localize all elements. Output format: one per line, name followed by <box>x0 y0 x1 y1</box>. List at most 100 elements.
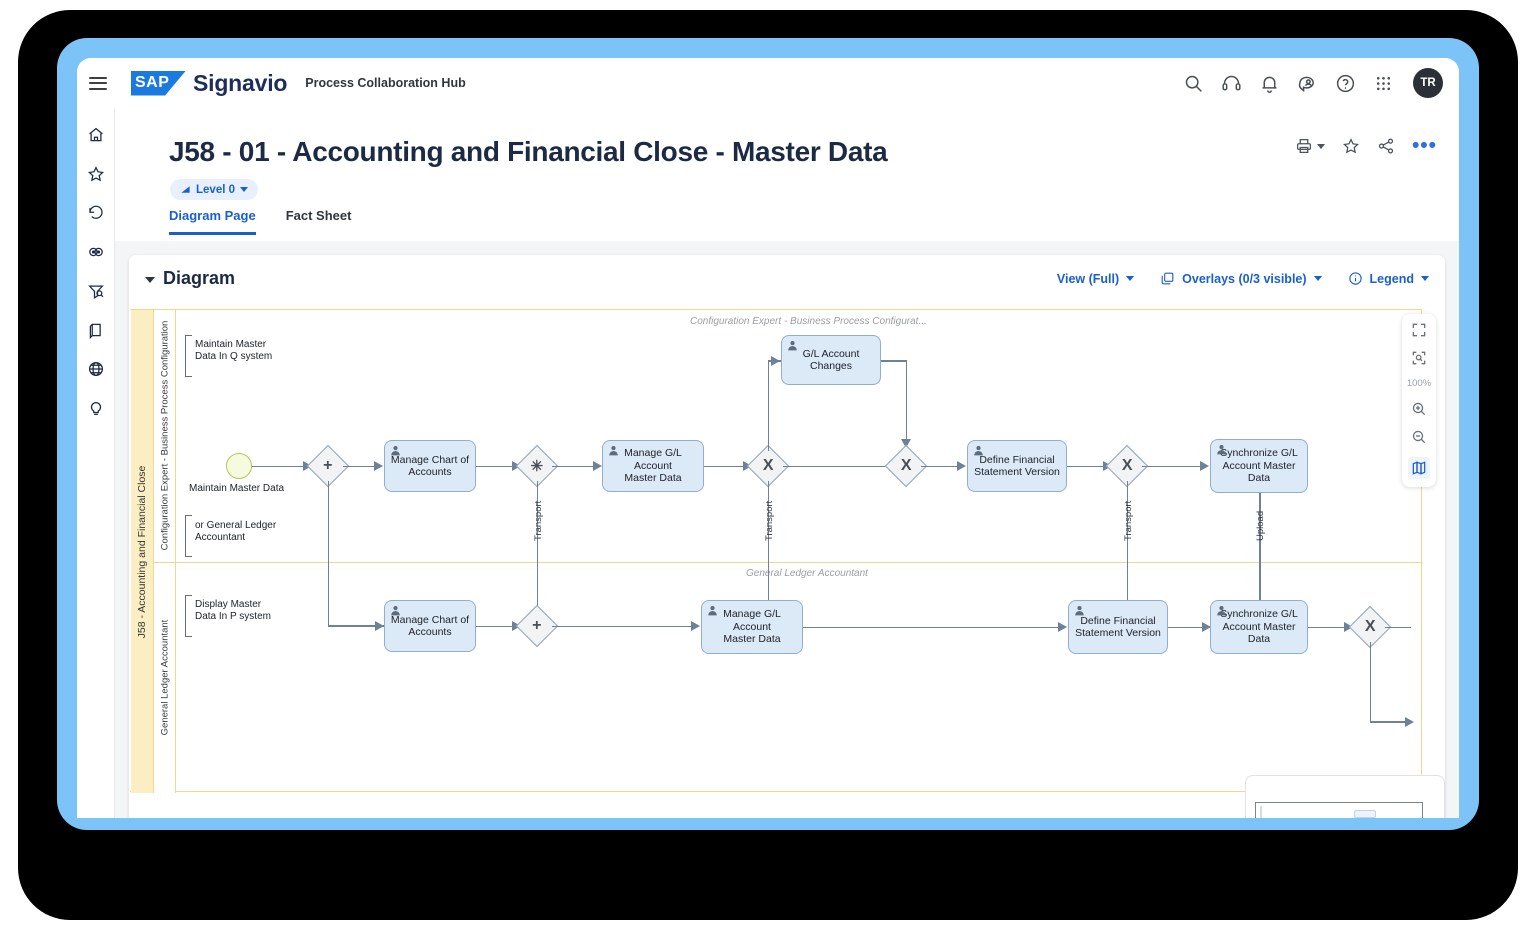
edge-arrow <box>1405 717 1414 727</box>
collapse-caret-icon[interactable] <box>145 277 155 283</box>
print-button[interactable] <box>1295 137 1325 155</box>
task-label: Synchronize G/L Account Master Data <box>1220 608 1298 646</box>
chevron-down-icon <box>1313 276 1322 281</box>
app-grid-icon[interactable] <box>1373 73 1394 94</box>
help-icon[interactable] <box>1335 73 1356 94</box>
zoom-level: 100% <box>1406 378 1432 389</box>
task-synchronize-gl-account-master-data-bottom[interactable]: Synchronize G/L Account Master Data <box>1210 600 1308 654</box>
task-synchronize-gl-account-master-data-top[interactable]: Synchronize G/L Account Master Data <box>1210 439 1308 493</box>
more-options-icon[interactable]: ••• <box>1411 134 1437 157</box>
task-define-financial-statement-version-bottom[interactable]: Define Financial Statement Version <box>1068 600 1168 654</box>
legend-label: Legend <box>1369 271 1414 286</box>
edge <box>905 360 908 442</box>
edge <box>476 465 516 468</box>
lane-label-text: Configuration Expert - Business Process … <box>159 320 170 551</box>
task-label: Define Financial Statement Version <box>1075 614 1161 639</box>
chevron-down-icon <box>1316 143 1325 149</box>
level-label: Level 0 <box>196 183 235 196</box>
sidebar-item-ideas[interactable] <box>87 399 105 417</box>
feedback-icon[interactable] <box>1297 73 1318 94</box>
user-task-icon <box>609 446 618 456</box>
favorite-star-icon[interactable] <box>1342 137 1360 155</box>
task-gl-account-changes[interactable]: G/L Account Changes <box>781 335 881 385</box>
edge <box>803 626 1062 629</box>
minimap-viewport[interactable] <box>1255 802 1423 818</box>
chevron-down-icon <box>240 187 248 192</box>
edge-arrow <box>957 461 966 471</box>
page-title: J58 - 01 - Accounting and Financial Clos… <box>169 136 888 167</box>
support-headset-icon[interactable] <box>1221 73 1242 94</box>
task-label: G/L Account Changes <box>802 347 860 372</box>
tab-fact-sheet[interactable]: Fact Sheet <box>285 208 352 223</box>
page-header: J58 - 01 - Accounting and Financial Clos… <box>115 109 1459 241</box>
lane-divider <box>154 562 1423 563</box>
minimap[interactable] <box>1245 775 1445 818</box>
edge-label-upload: Upload <box>1255 510 1266 541</box>
menu-toggle-icon[interactable] <box>89 76 107 90</box>
page-container: J58 - 01 - Accounting and Financial Clos… <box>115 109 1459 818</box>
info-icon <box>1348 272 1362 285</box>
annotation-bracket <box>185 335 192 377</box>
tab-diagram-page[interactable]: Diagram Page <box>169 208 256 235</box>
edge-arrow <box>1344 622 1353 632</box>
edge <box>552 625 695 628</box>
sidebar-item-library[interactable] <box>87 321 105 339</box>
task-label: Synchronize G/L Account Master Data <box>1220 447 1298 485</box>
zoom-out-icon[interactable] <box>1411 429 1427 445</box>
chevron-down-icon <box>1126 276 1135 281</box>
edge <box>1142 465 1204 468</box>
task-manage-chart-of-accounts-top[interactable]: Manage Chart of Accounts <box>384 440 476 492</box>
lane-label-general-ledger-accountant: General Ledger Accountant <box>154 562 176 793</box>
view-selector[interactable]: View (Full) <box>1057 272 1135 286</box>
edge-arrow <box>901 439 911 448</box>
notification-bell-icon[interactable] <box>1259 73 1280 94</box>
minimap-icon[interactable] <box>1408 457 1430 479</box>
task-manage-gl-account-master-data-bottom[interactable]: Manage G/L Account Master Data <box>701 600 803 654</box>
task-manage-gl-account-master-data-top[interactable]: Manage G/L Account Master Data <box>602 440 704 492</box>
diagram-toolbar: View (Full) Overlays (0/3 visible) Legen <box>1057 271 1429 286</box>
sidebar-item-recent[interactable] <box>87 204 105 222</box>
edge <box>1369 642 1372 722</box>
overlays-icon <box>1161 272 1174 285</box>
edge <box>1308 626 1348 629</box>
sidebar-item-home[interactable] <box>87 126 105 144</box>
sidebar-item-process-search[interactable] <box>87 282 105 300</box>
print-icon <box>1296 138 1311 154</box>
zoom-in-icon[interactable] <box>1411 401 1427 417</box>
edge-label-transport: Transport <box>1123 500 1134 541</box>
edge-arrow <box>1058 622 1067 632</box>
edge <box>327 625 385 627</box>
lane-caption-bottom: General Ledger Accountant <box>746 568 868 579</box>
annotation-maintain-q: Maintain Master Data In Q system <box>195 339 273 362</box>
search-icon[interactable] <box>1183 73 1204 94</box>
pool-label: J58 - Accounting and Financial Close <box>131 310 154 793</box>
user-task-icon <box>1217 445 1226 455</box>
diagram-canvas[interactable]: J58 - Accounting and Financial Close Con… <box>129 309 1445 818</box>
edge <box>1385 626 1411 629</box>
fit-to-screen-icon[interactable] <box>1411 350 1427 366</box>
task-label: Define Financial Statement Version <box>974 453 1060 478</box>
task-manage-chart-of-accounts-bottom[interactable]: Manage Chart of Accounts <box>384 600 476 652</box>
start-event[interactable] <box>226 453 252 479</box>
overlays-selector[interactable]: Overlays (0/3 visible) <box>1160 271 1322 286</box>
share-icon[interactable] <box>1377 137 1395 155</box>
edge-upload <box>1259 493 1261 621</box>
avatar[interactable]: TR <box>1413 68 1443 98</box>
edge-arrow <box>771 356 780 366</box>
sidebar-item-favorites[interactable] <box>87 165 105 183</box>
diagram-card-title: Diagram <box>163 268 236 288</box>
level-bars-icon <box>181 186 190 193</box>
legend-selector[interactable]: Legend <box>1348 271 1429 286</box>
sidebar-item-collaboration[interactable] <box>87 243 105 261</box>
top-bar: SAP Signavio Process Collaboration Hub T… <box>77 58 1459 109</box>
edge-label-transport: Transport <box>764 500 775 541</box>
fullscreen-icon[interactable] <box>1411 322 1427 338</box>
app-screen: SAP Signavio Process Collaboration Hub T… <box>77 58 1459 818</box>
edge-label-transport: Transport <box>533 500 544 541</box>
sidebar-item-global[interactable] <box>87 360 105 378</box>
annotation-bracket <box>185 515 192 557</box>
edge <box>552 465 597 468</box>
level-selector[interactable]: Level 0 <box>170 179 258 200</box>
edge <box>767 361 770 451</box>
task-define-financial-statement-version-top[interactable]: Define Financial Statement Version <box>967 440 1067 492</box>
